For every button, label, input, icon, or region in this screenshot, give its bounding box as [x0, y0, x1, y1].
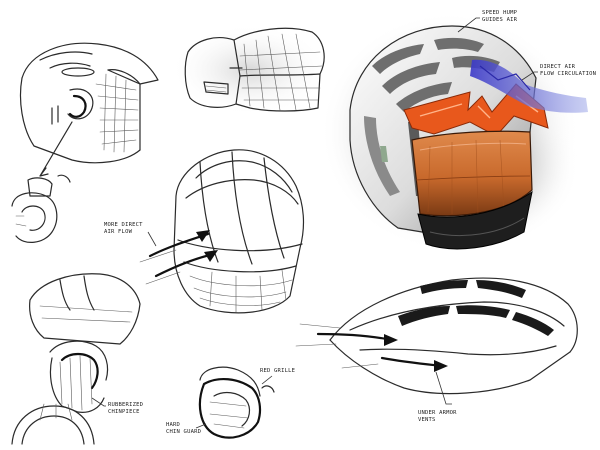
annotation-hard-chin-line1: HARD	[166, 422, 180, 428]
annotation-hard-chin-line2: CHIN GUARD	[166, 429, 201, 435]
leader-arrow-chin	[39, 121, 73, 177]
annotation-rubberized-line2: CHINPIECE	[108, 409, 140, 415]
sketch-side-view-helmet	[19, 42, 159, 164]
annotation-rubberized-line1: RUBBERIZED	[108, 402, 143, 408]
annotation-speed-hump: SPEED HUMP GUIDES AIR	[457, 10, 518, 33]
sketch-chin-piece	[11, 174, 71, 243]
helmet-visor	[411, 130, 533, 217]
annotation-speed-hump-line2: GUIDES AIR	[482, 17, 518, 23]
annotation-more-direct-line2: AIR FLOW	[104, 229, 133, 235]
annotation-under-armor-line1: UNDER ARMOR	[418, 410, 457, 416]
annotation-red-grille-label: RED GRILLE	[260, 368, 295, 374]
rendered-helmet-illustration	[320, 12, 588, 252]
annotation-under-armor-line2: VENTS	[418, 417, 436, 423]
annotation-more-direct-line1: MORE DIRECT	[104, 222, 143, 228]
sketch-chin-guard	[198, 366, 275, 439]
blue-airflow-stream	[470, 59, 588, 113]
annotation-red-grille: RED GRILLE	[260, 368, 295, 385]
annotation-rubberized: RUBBERIZED CHINPIECE	[91, 397, 143, 415]
sketch-bottom-right-helmet	[295, 277, 578, 395]
annotation-more-direct: MORE DIRECT AIR FLOW	[104, 222, 157, 247]
annotation-speed-hump-line1: SPEED HUMP	[482, 10, 518, 16]
annotation-hard-chin: HARD CHIN GUARD	[166, 422, 207, 435]
sketch-front-helmet-airflow	[139, 149, 305, 314]
annotation-direct-air: DIRECT AIR FLOW CIRCULATION	[521, 64, 596, 81]
sketch-rear-helmet	[170, 24, 330, 116]
sketch-bottom-left-helmet	[11, 273, 141, 445]
annotation-under-armor: UNDER ARMOR VENTS	[418, 371, 457, 423]
annotation-direct-air-line2: FLOW CIRCULATION	[540, 71, 596, 77]
annotation-direct-air-line1: DIRECT AIR	[540, 64, 576, 70]
